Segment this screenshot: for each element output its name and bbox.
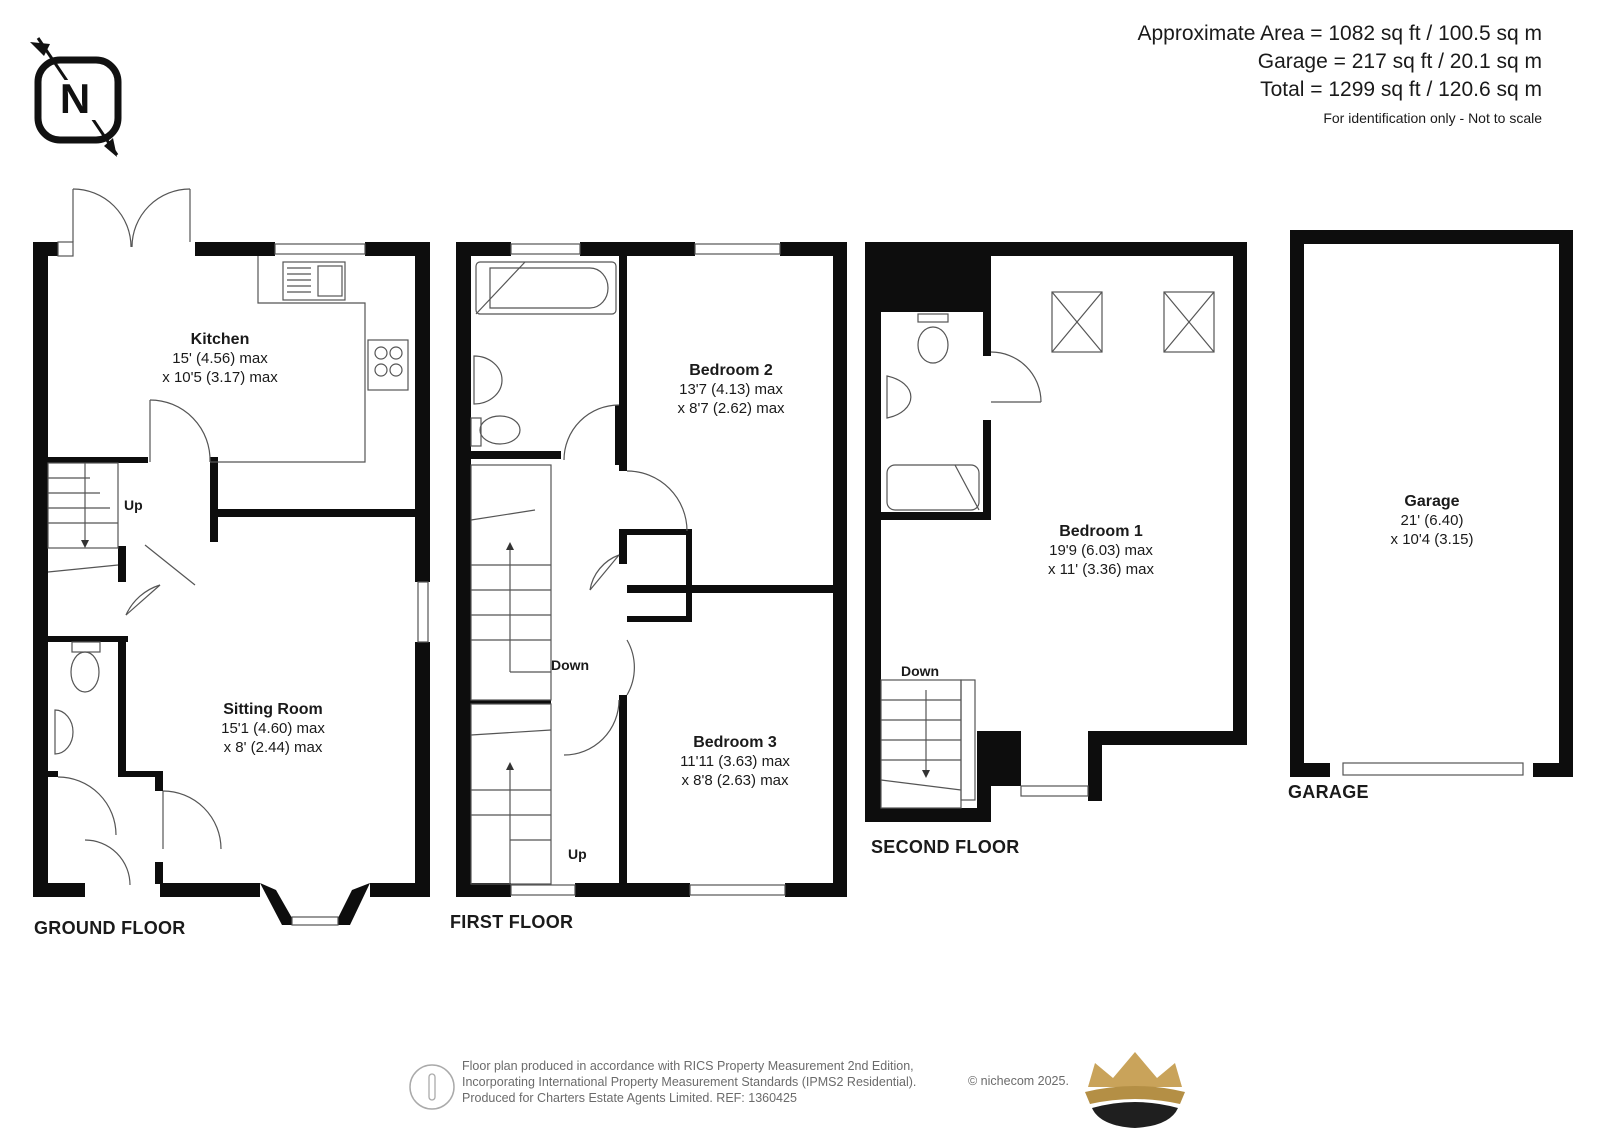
ground-floor-walls [33,242,430,897]
garage-door [1342,762,1524,776]
footer-line: Produced for Charters Estate Agents Limi… [462,1091,797,1105]
stair-label-up: Up [124,497,143,513]
floor-label-garage: GARAGE [1288,782,1369,802]
room-dimension: x 10'5 (3.17) max [162,369,278,386]
approximate-area: Approximate Area = 1082 sq ft / 100.5 sq… [1137,22,1543,45]
room-dimension: x 8'8 (2.63) max [681,772,789,789]
room-name: Bedroom 2 [689,362,773,379]
floor-label-ground: GROUND FLOOR [34,918,186,938]
room-bedroom-2: Bedroom 2 13'7 (4.13) max x 8'7 (2.62) m… [677,361,784,418]
footer-line: Floor plan produced in accordance with R… [462,1059,914,1073]
footer-disclaimer: Floor plan produced in accordance with R… [462,1058,916,1106]
floor-label-second: SECOND FLOOR [871,837,1020,857]
room-dimension: 13'7 (4.13) max [679,381,783,398]
floor-label-first: FIRST FLOOR [450,912,574,932]
room-name: Sitting Room [223,701,323,718]
room-dimension: x 8'7 (2.62) max [677,400,785,417]
crown-logo-icon [409,1052,1185,1128]
room-dimension: 19'9 (6.03) max [1049,542,1153,559]
compass-icon: N [30,37,122,157]
total-area: Total = 1299 sq ft / 120.6 sq m [1260,78,1542,101]
compass-letter: N [60,75,90,122]
room-dimension: 15'1 (4.60) max [221,720,325,737]
stair-label-down: Down [901,663,940,679]
room-dimension: x 10'4 (3.15) [1390,531,1474,548]
first-floor-fittings [470,243,786,896]
room-dimension: 15' (4.56) max [172,350,268,367]
room-name: Bedroom 1 [1059,523,1143,540]
stair-label-down: Down [551,657,590,673]
footer-copyright: © nichecom 2025. [968,1074,1069,1088]
first-floor-walls [456,242,847,897]
room-bedroom-1: Bedroom 1 19'9 (6.03) max x 11' (3.36) m… [1048,522,1154,579]
room-kitchen: Kitchen 15' (4.56) max x 10'5 (3.17) max [162,330,277,387]
room-name: Kitchen [190,331,250,348]
room-garage: Garage 21' (6.40) x 10'4 (3.15) [1391,492,1474,549]
ground-floor-fittings [47,188,429,926]
room-name: Garage [1404,493,1460,510]
room-dimension: x 11' (3.36) max [1048,561,1154,578]
room-dimension: 21' (6.40) [1400,512,1464,529]
room-dimension: 11'11 (3.63) max [680,753,790,770]
stair-arrows [81,540,930,778]
room-sitting-room: Sitting Room 15'1 (4.60) max x 8' (2.44)… [221,700,325,757]
room-name: Bedroom 3 [693,734,777,751]
garage-walls [1290,230,1573,777]
second-floor-fittings [880,291,1215,809]
stair-label-up: Up [568,846,587,862]
second-floor-walls [865,242,1247,822]
scale-note: For identification only - Not to scale [1323,110,1542,126]
garage-area: Garage = 217 sq ft / 20.1 sq m [1257,50,1542,73]
footer-line: Incorporating International Property Mea… [462,1075,917,1089]
room-bedroom-3: Bedroom 3 11'11 (3.63) max x 8'8 (2.63) … [680,733,790,790]
room-dimension: x 8' (2.44) max [223,739,323,756]
